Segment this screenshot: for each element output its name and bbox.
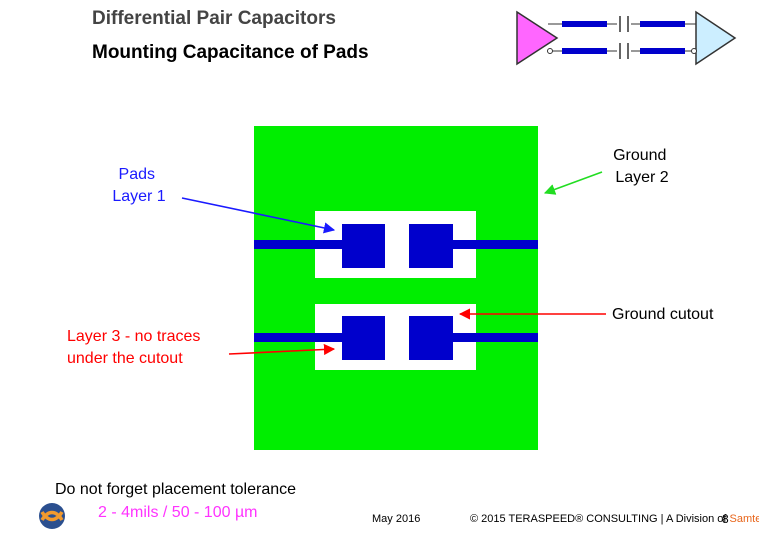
teraspeed-logo-icon [39,503,65,529]
ground-arrow [543,171,603,195]
slide-subtitle: Mounting Capacitance of Pads [92,42,369,63]
receiver-triangle-icon [695,10,737,66]
page-number: 8 [722,512,729,526]
ground-cutout-label: Ground cutout [612,306,714,323]
ground-plane-layer-2 [254,126,538,450]
trace-top-left [254,240,343,249]
layer-3-arrow [228,343,336,356]
trace-bottom-left [254,333,343,342]
placement-tolerance-value: 2 - 4mils / 50 - 100 µm [98,504,258,521]
pad-bottom-right [409,316,453,360]
driver-triangle-icon [516,10,559,66]
pad-top-right [409,224,453,268]
trace-top-right [452,240,538,249]
layer-3-label: Layer 3 - no traces under the cutout [67,328,205,367]
footer-date: May 2016 [372,513,421,525]
pad-bottom-left [342,316,385,360]
trace-bottom-right [452,333,538,342]
copyright-text: © 2015 TERASPEED® CONSULTING | A Divisio… [470,513,730,525]
differential-pair-schematic-icon [516,10,737,66]
pads-label: Pads Layer 1 [112,166,165,205]
slide-title: Differential Pair Capacitors [92,8,336,29]
pad-top-left [342,224,385,268]
ground-layer-label: Ground Layer 2 [613,147,671,186]
footer-copyright: © 2015 TERASPEED® CONSULTING | A Divisio… [470,513,759,525]
pads-arrow [181,197,336,234]
samtec-brand: Samtec [729,513,759,525]
placement-tolerance-note: Do not forget placement tolerance [55,481,297,498]
